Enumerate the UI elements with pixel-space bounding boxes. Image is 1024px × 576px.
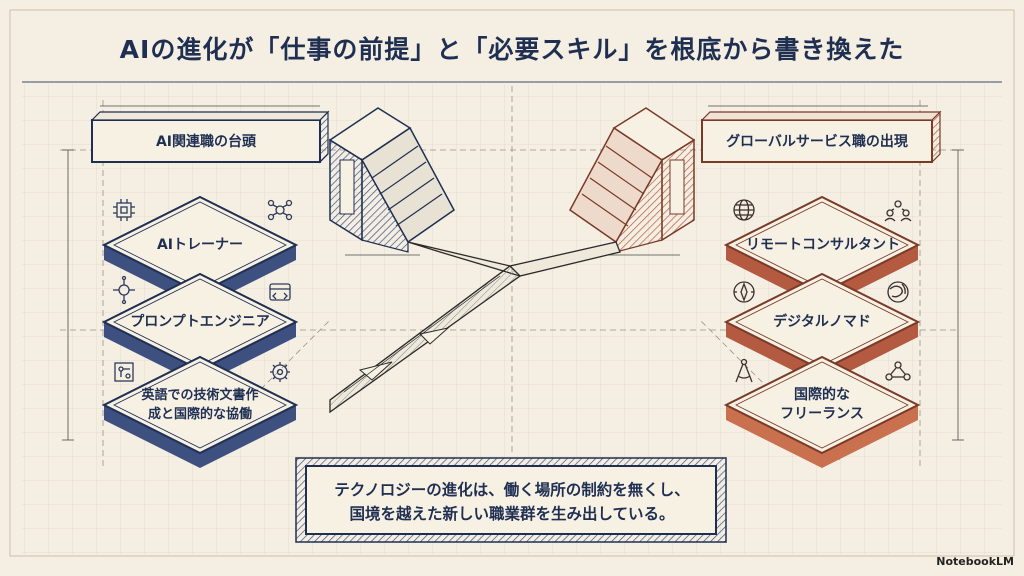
staircase-right (569, 107, 696, 253)
left-header-label: AI関連職の台頭 (155, 134, 257, 150)
right-header-label: グローバルサービス職の出現 (726, 134, 908, 150)
right-card-3 (723, 355, 921, 468)
left-card-2-label: プロンプトエンジニア (130, 314, 270, 330)
chip-icon (113, 199, 135, 221)
left-header-box (90, 110, 330, 164)
globe-icon (733, 199, 755, 221)
brand-logo: NotebookLM (936, 555, 1014, 568)
left-card-3 (101, 355, 299, 468)
staircase-left (328, 107, 455, 253)
people-network-icon (885, 361, 911, 381)
right-card-2 (723, 272, 921, 385)
left-card-2 (101, 272, 299, 385)
code-window-icon (269, 283, 291, 301)
page-title: AIの進化が「仕事の前提」と「必要スキル」を根底から書き換えた (119, 35, 905, 64)
walkway (329, 241, 621, 414)
right-card-1 (723, 195, 921, 308)
outer-frame (9, 9, 1015, 557)
dimension-markers (62, 105, 964, 441)
team-icon (884, 200, 912, 222)
right-card-3-label: 国際的な フリーランス (780, 387, 864, 422)
world-map-icon (887, 281, 909, 303)
footer-text: テクノロジーの進化は、働く場所の制約を無くし、 国境を越えた新しい職業群を生み出… (334, 481, 690, 523)
compass-icon (733, 281, 755, 303)
right-header-box (700, 110, 942, 164)
circuit-board-icon (114, 362, 134, 382)
footer-box (295, 457, 727, 543)
left-card-1-label: AIトレーナー (156, 237, 244, 253)
gear-brain-icon (270, 362, 290, 382)
drafting-compass-icon (735, 358, 753, 383)
left-card-1 (101, 195, 299, 308)
network-icon (267, 199, 293, 221)
ai-node-icon (113, 275, 135, 305)
right-card-1-label: リモートコンサルタント (746, 237, 900, 253)
right-card-2-label: デジタルノマド (773, 314, 871, 330)
left-card-3-label: 英語での技術文書作 成と国際的な協働 (141, 388, 259, 422)
